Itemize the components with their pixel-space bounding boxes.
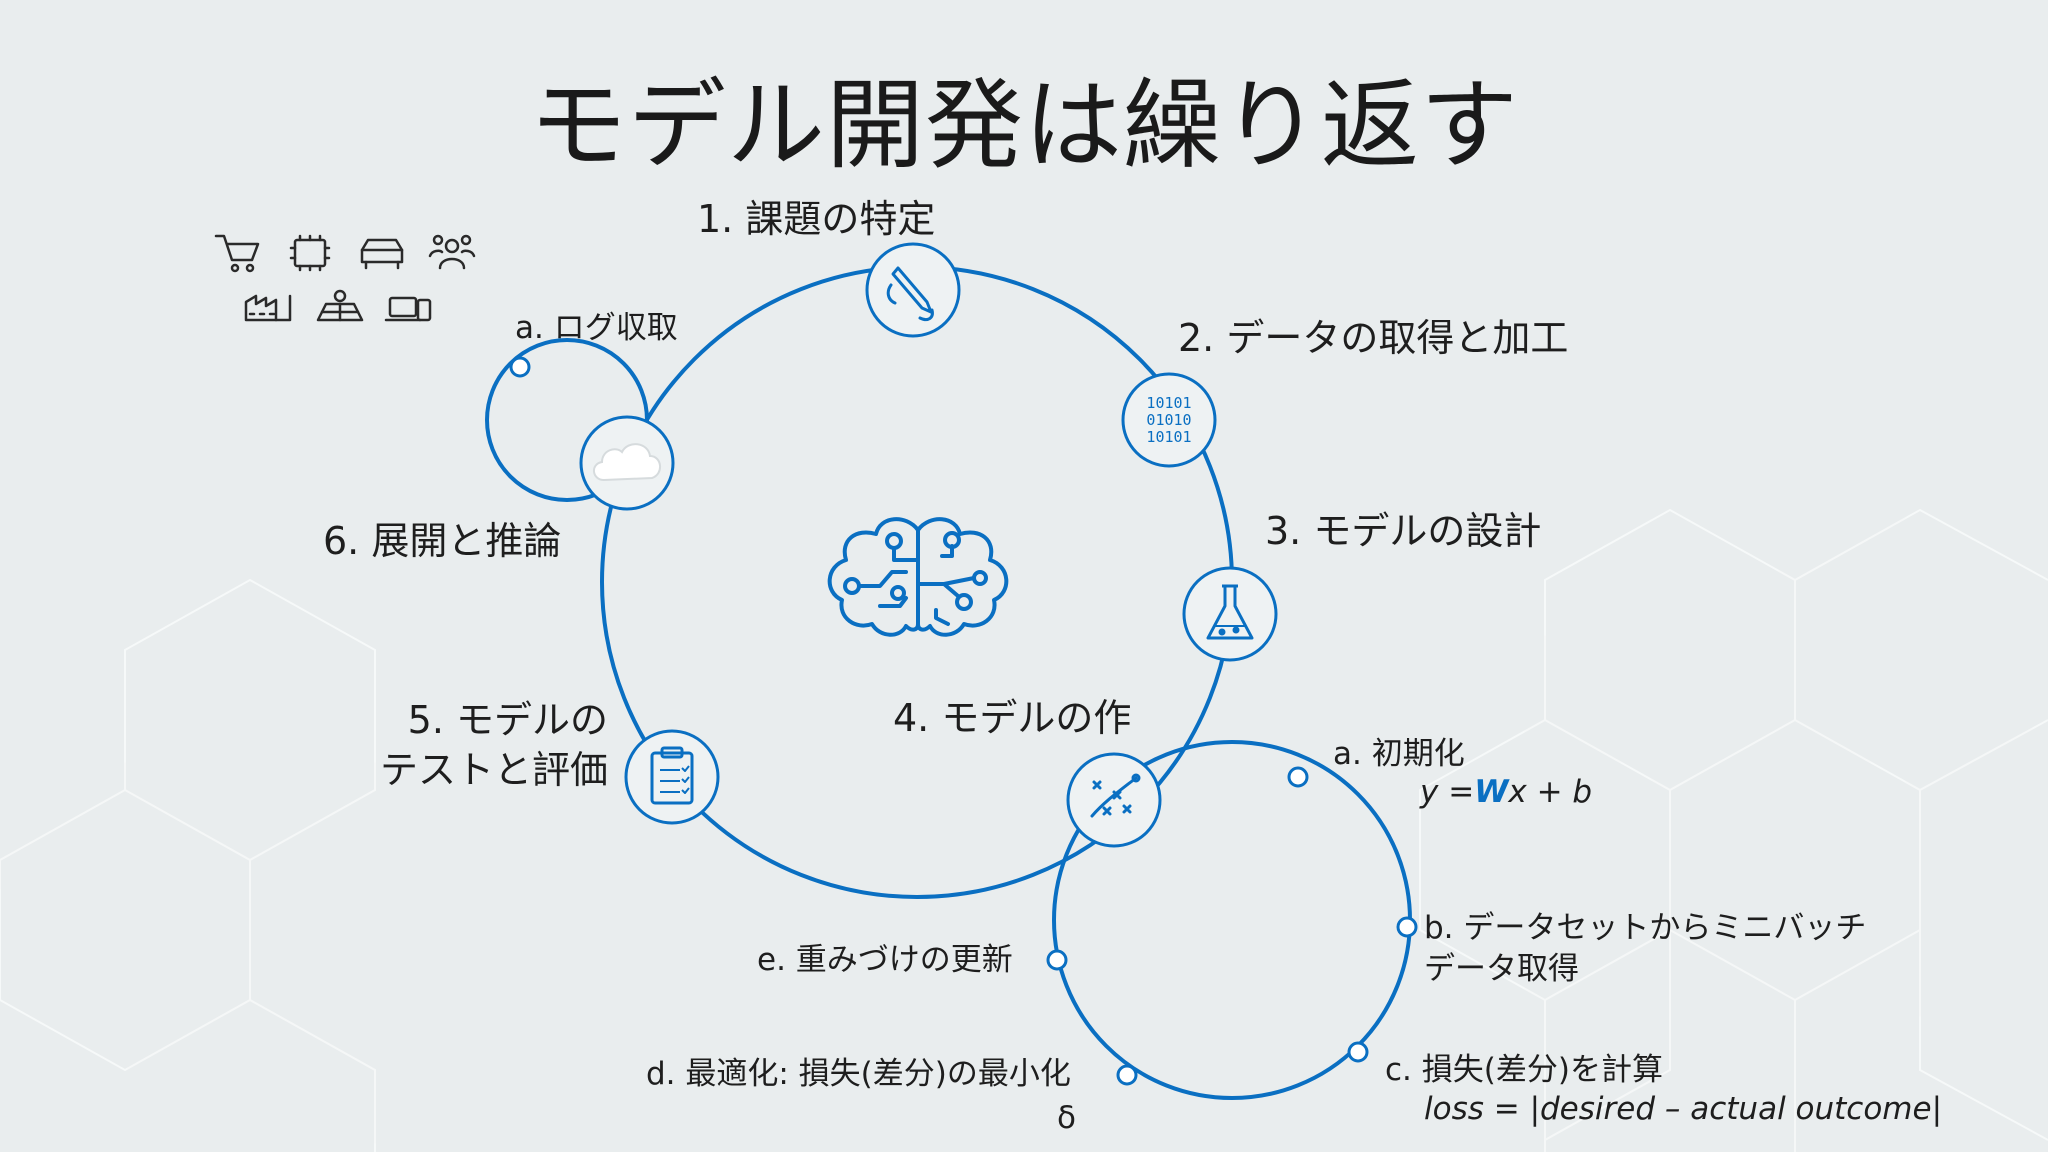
step4-badge	[1066, 752, 1162, 848]
devices-icon	[384, 296, 432, 322]
brain-circuit-icon	[827, 517, 1009, 637]
step3-label: 3. モデルの設計	[1265, 509, 1542, 553]
train-node-c	[1347, 1041, 1369, 1063]
cloud-icon	[593, 443, 661, 482]
step5-label-line2: テストと評価	[379, 748, 608, 792]
train-node-b	[1396, 916, 1418, 938]
step4-label: 4. モデルの作	[893, 696, 1132, 740]
train-node-d	[1116, 1064, 1138, 1086]
chart-xy-icon	[1090, 773, 1141, 818]
people-icon	[428, 234, 476, 270]
step2-label: 2. データの取得と加工	[1178, 316, 1569, 360]
binary-data-icon: 10101 01010 10101	[1146, 394, 1191, 446]
init-label: a. 初期化	[1333, 736, 1465, 772]
factory-icon	[244, 294, 292, 322]
delta-symbol: δ	[1057, 1100, 1076, 1136]
pencil-hand-icon	[886, 266, 934, 322]
formula-weight: W	[1474, 774, 1509, 810]
chip-icon	[289, 234, 331, 272]
step2-badge	[1121, 372, 1217, 468]
page-title: モデル開発は繰り返す	[528, 69, 1519, 183]
formula-y: y =	[1420, 774, 1475, 810]
svg-text:10101: 10101	[1146, 394, 1191, 412]
flask-icon	[1206, 584, 1254, 640]
update-weights-label: e. 重みづけの更新	[757, 942, 1013, 978]
shopping-cart-icon	[214, 234, 260, 273]
car-icon	[360, 238, 404, 270]
step5-badge	[624, 729, 720, 825]
optimize-label: d. 最適化: 損失(差分)の最小化	[646, 1056, 1071, 1092]
step3-badge	[1182, 566, 1278, 662]
loss-label: c. 損失(差分)を計算	[1385, 1052, 1663, 1088]
train-node-e	[1046, 949, 1068, 971]
minibatch-label-line2: データ取得	[1424, 951, 1579, 987]
log-node-a	[509, 356, 531, 378]
train-node-a	[1287, 766, 1309, 788]
formula-rest: x + b	[1508, 774, 1593, 810]
step1-label: 1. 課題の特定	[697, 197, 936, 241]
clipboard-checklist-icon	[650, 746, 694, 805]
log-collect-label: a. ログ収取	[515, 310, 678, 346]
minibatch-label-line1: b. データセットからミニバッチ	[1424, 910, 1867, 946]
svg-text:10101: 10101	[1146, 428, 1191, 446]
step6-label: 6. 展開と推論	[323, 519, 562, 563]
svg-text:01010: 01010	[1146, 411, 1191, 429]
map-icon	[316, 289, 364, 322]
step5-label-line1: 5. モデルの	[407, 698, 608, 742]
init-formula: y =Wx + b	[1420, 772, 1592, 812]
step1-badge	[865, 242, 961, 338]
loss-formula: loss = |desired – actual outcome|	[1424, 1091, 1943, 1127]
